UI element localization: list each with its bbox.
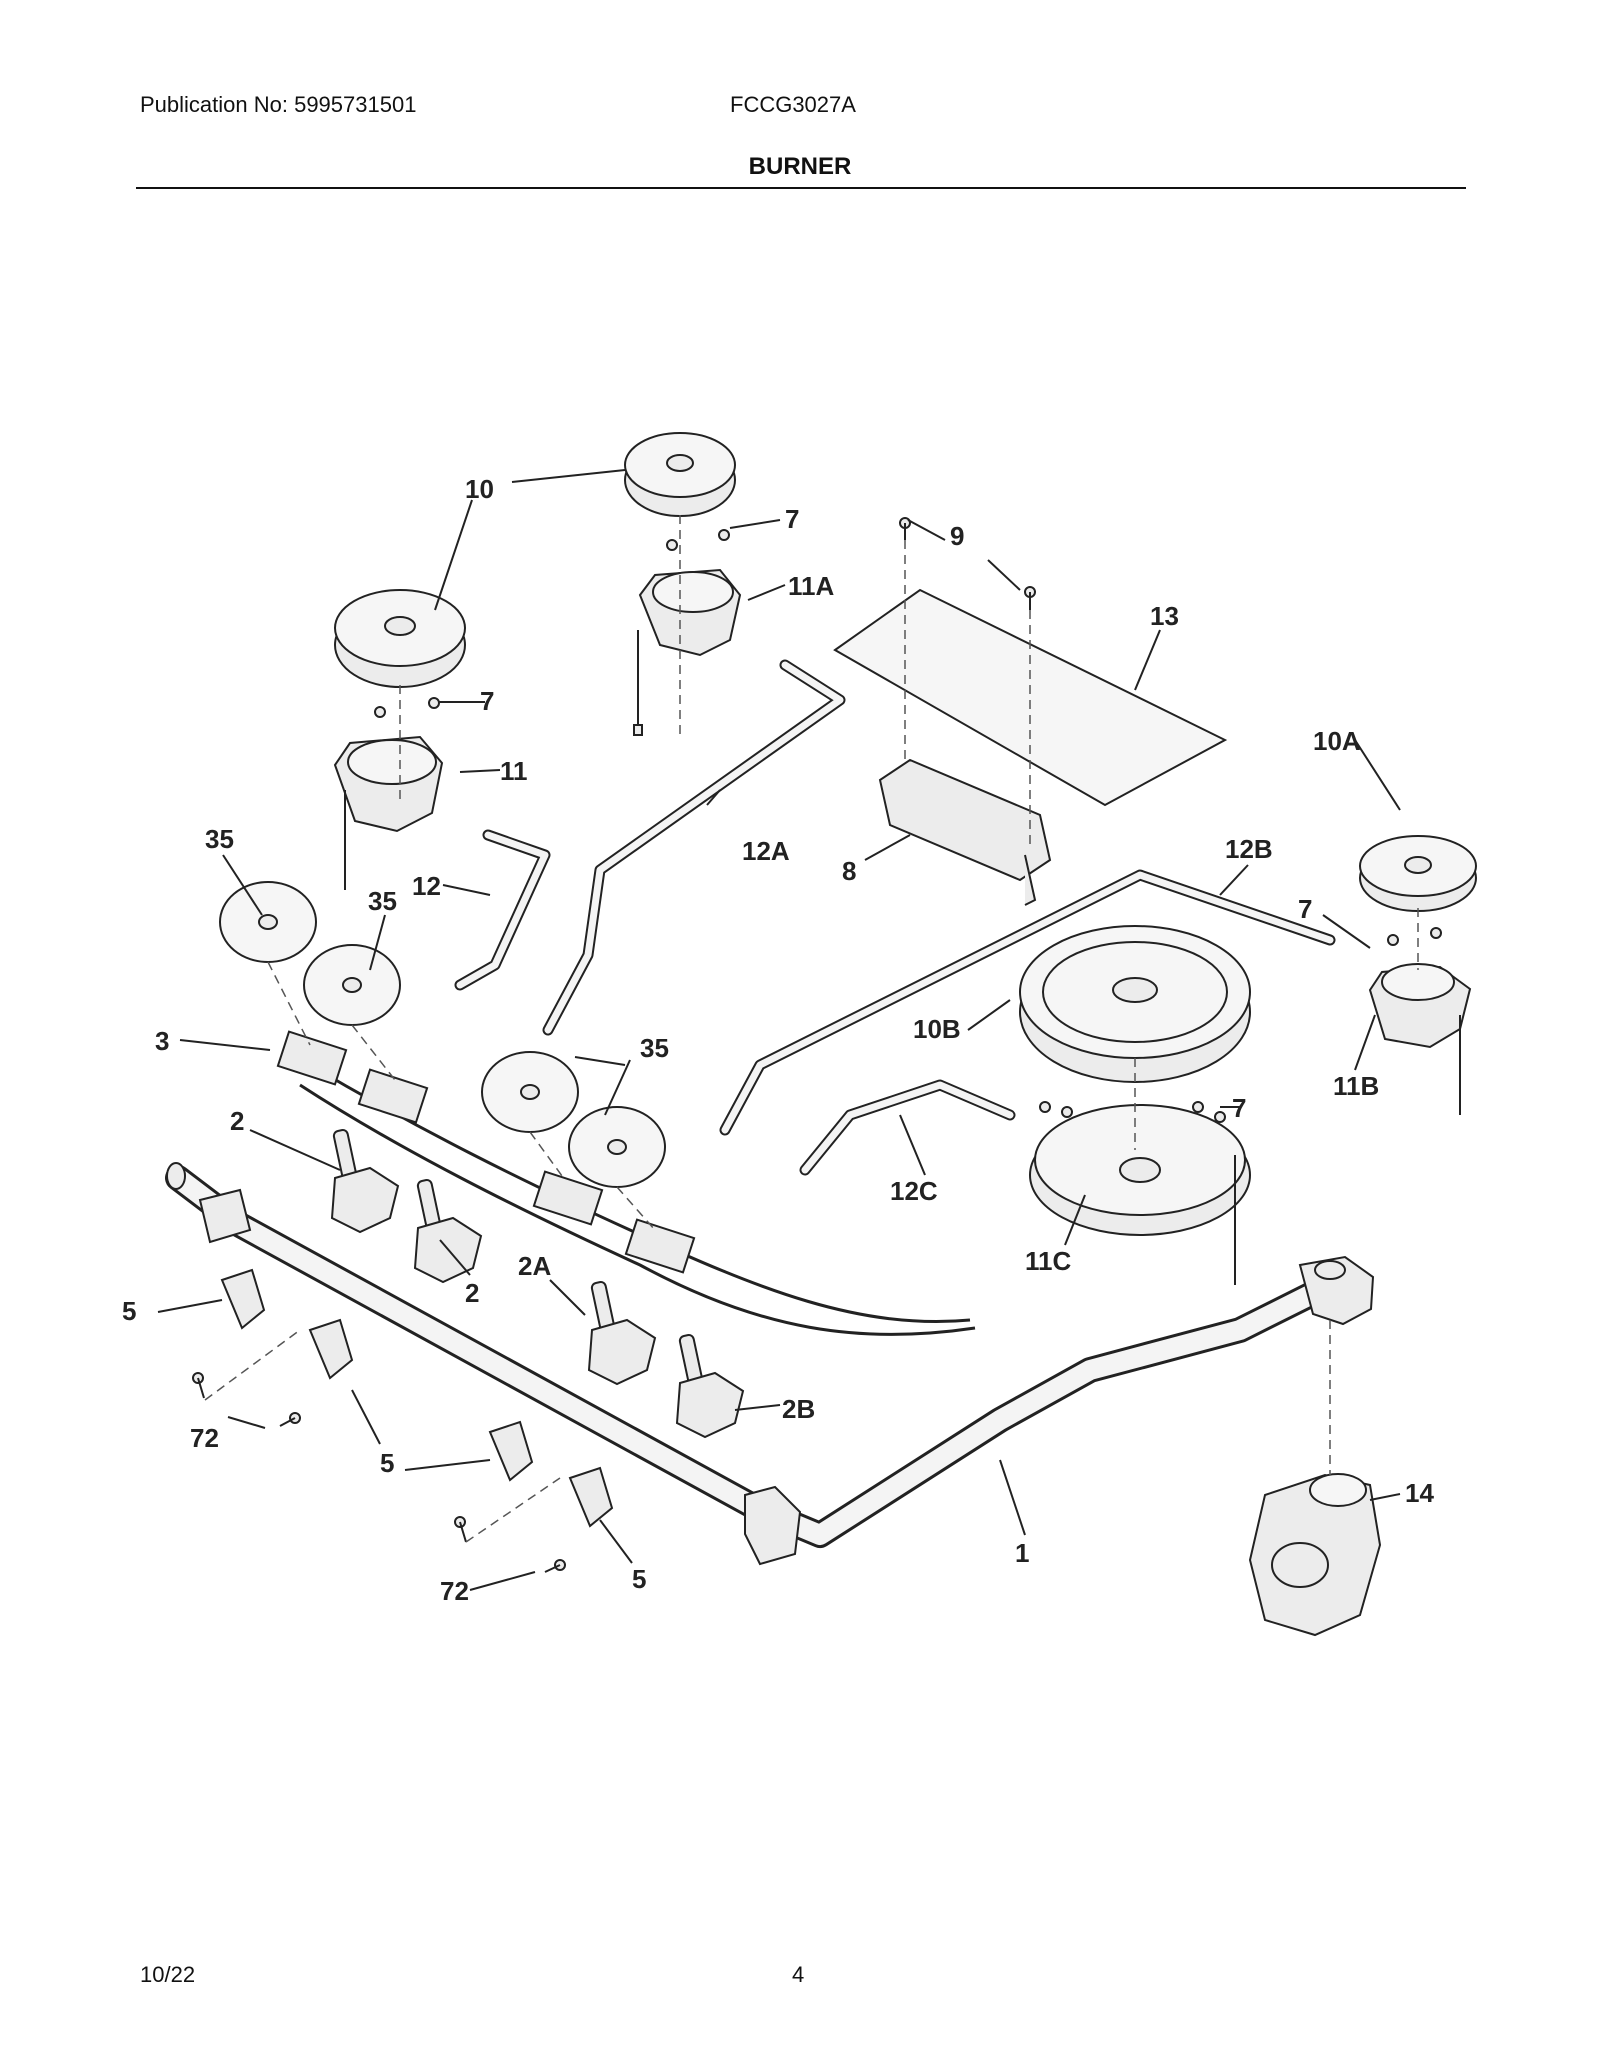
callout-12b: 12B [1225,834,1273,864]
header-rule [136,187,1466,189]
callout-7-left: 7 [480,686,494,716]
callout-72-first: 72 [190,1423,219,1453]
burner-base-left [333,735,444,890]
page-title: BURNER [748,153,852,180]
callout-10a: 10A [1313,726,1361,756]
callout-labels: 10 7 11A 9 13 7 11 35 35 12 12A 8 10A 12… [122,474,1434,1606]
cover-plate [833,588,1228,807]
callout-12c: 12C [890,1176,938,1206]
callout-2a: 2A [518,1251,551,1281]
ignition-harness [276,1030,976,1336]
callout-72-second: 72 [440,1576,469,1606]
callout-12a: 12A [742,836,790,866]
callout-35-left: 35 [205,824,234,854]
spark-module [878,540,1052,906]
callout-11c: 11C [1025,1246,1071,1276]
burner-cap-left [334,589,466,688]
callout-35-second: 35 [368,886,397,916]
callout-10b: 10B [913,1014,961,1044]
callout-13: 13 [1150,601,1179,631]
callout-11a: 11A [788,571,834,601]
burner-base-large-center [1029,1104,1251,1285]
gas-tube-center [799,1079,1016,1176]
callout-5-first: 5 [122,1296,136,1326]
clamps [220,1268,614,1528]
callout-7-center: 7 [1232,1093,1246,1123]
callout-12: 12 [412,871,441,901]
gas-tube-rear-center [542,659,846,1036]
burner-cap-large-center [1019,925,1251,1083]
callout-7-rear: 7 [785,504,799,534]
callout-9: 9 [950,521,964,551]
callout-2b: 2B [782,1394,815,1424]
pressure-regulator [1248,1320,1382,1637]
callout-2-second: 2 [465,1278,479,1308]
gas-tube-left [454,829,551,991]
screws [192,517,1442,1573]
gaskets [219,881,666,1188]
callout-8: 8 [842,856,856,886]
callout-5-second: 5 [380,1448,394,1478]
callout-2-left: 2 [230,1106,244,1136]
callout-11: 11 [500,756,528,786]
publication-number: Publication No: 5995731501 [140,92,417,117]
burner-base-rear-center [633,568,742,736]
callout-5-fourth: 5 [632,1564,646,1594]
page-number: 4 [792,1962,805,1987]
valves [330,1129,745,1439]
leader-lines [157,469,1401,1591]
callout-1: 1 [1015,1538,1029,1568]
burner-base-right-small [1368,963,1472,1115]
model-number: FCCG3027A [730,92,856,117]
footer-date: 10/22 [140,1962,196,1987]
burner-cap-rear-center [624,432,736,517]
callout-14: 14 [1405,1478,1434,1508]
callout-11b: 11B [1333,1071,1379,1101]
callout-3: 3 [155,1026,169,1056]
callout-35-center: 35 [640,1033,669,1063]
assembly-lines [204,515,1419,1543]
gas-tube-right [719,869,1336,1136]
callout-10: 10 [465,474,494,504]
callout-7-right: 7 [1298,894,1312,924]
manifold-tube [165,1162,1375,1566]
burner-cap-right-small [1359,835,1477,912]
